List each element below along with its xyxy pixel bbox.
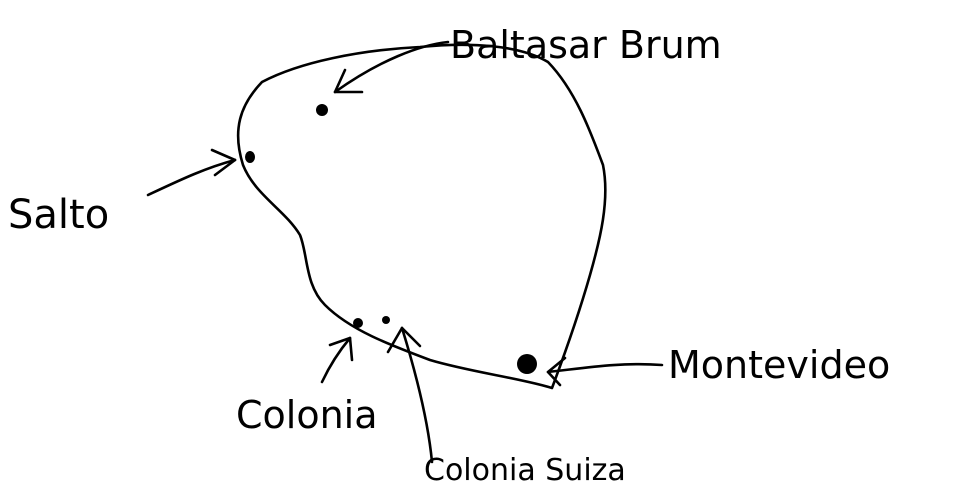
arrow-baltasar-brum bbox=[333, 40, 450, 94]
arrow-montevideo bbox=[546, 356, 664, 387]
label-baltasar-brum: Baltasar Brum bbox=[450, 23, 722, 67]
label-salto: Salto bbox=[8, 192, 109, 238]
arrow-colonia bbox=[320, 336, 354, 384]
label-montevideo: Montevideo bbox=[668, 343, 890, 387]
dot-salto bbox=[245, 151, 255, 163]
arrow-salto bbox=[146, 148, 237, 197]
arrow-colonia-suiza bbox=[386, 326, 434, 464]
dot-colonia bbox=[353, 318, 363, 328]
dot-montevideo bbox=[517, 354, 537, 374]
label-colonia: Colonia bbox=[236, 393, 378, 437]
country-outline bbox=[236, 43, 607, 390]
dot-colonia-suiza bbox=[382, 316, 390, 324]
dot-baltasar-brum bbox=[316, 104, 328, 116]
label-colonia-suiza: Colonia Suiza bbox=[424, 453, 626, 488]
